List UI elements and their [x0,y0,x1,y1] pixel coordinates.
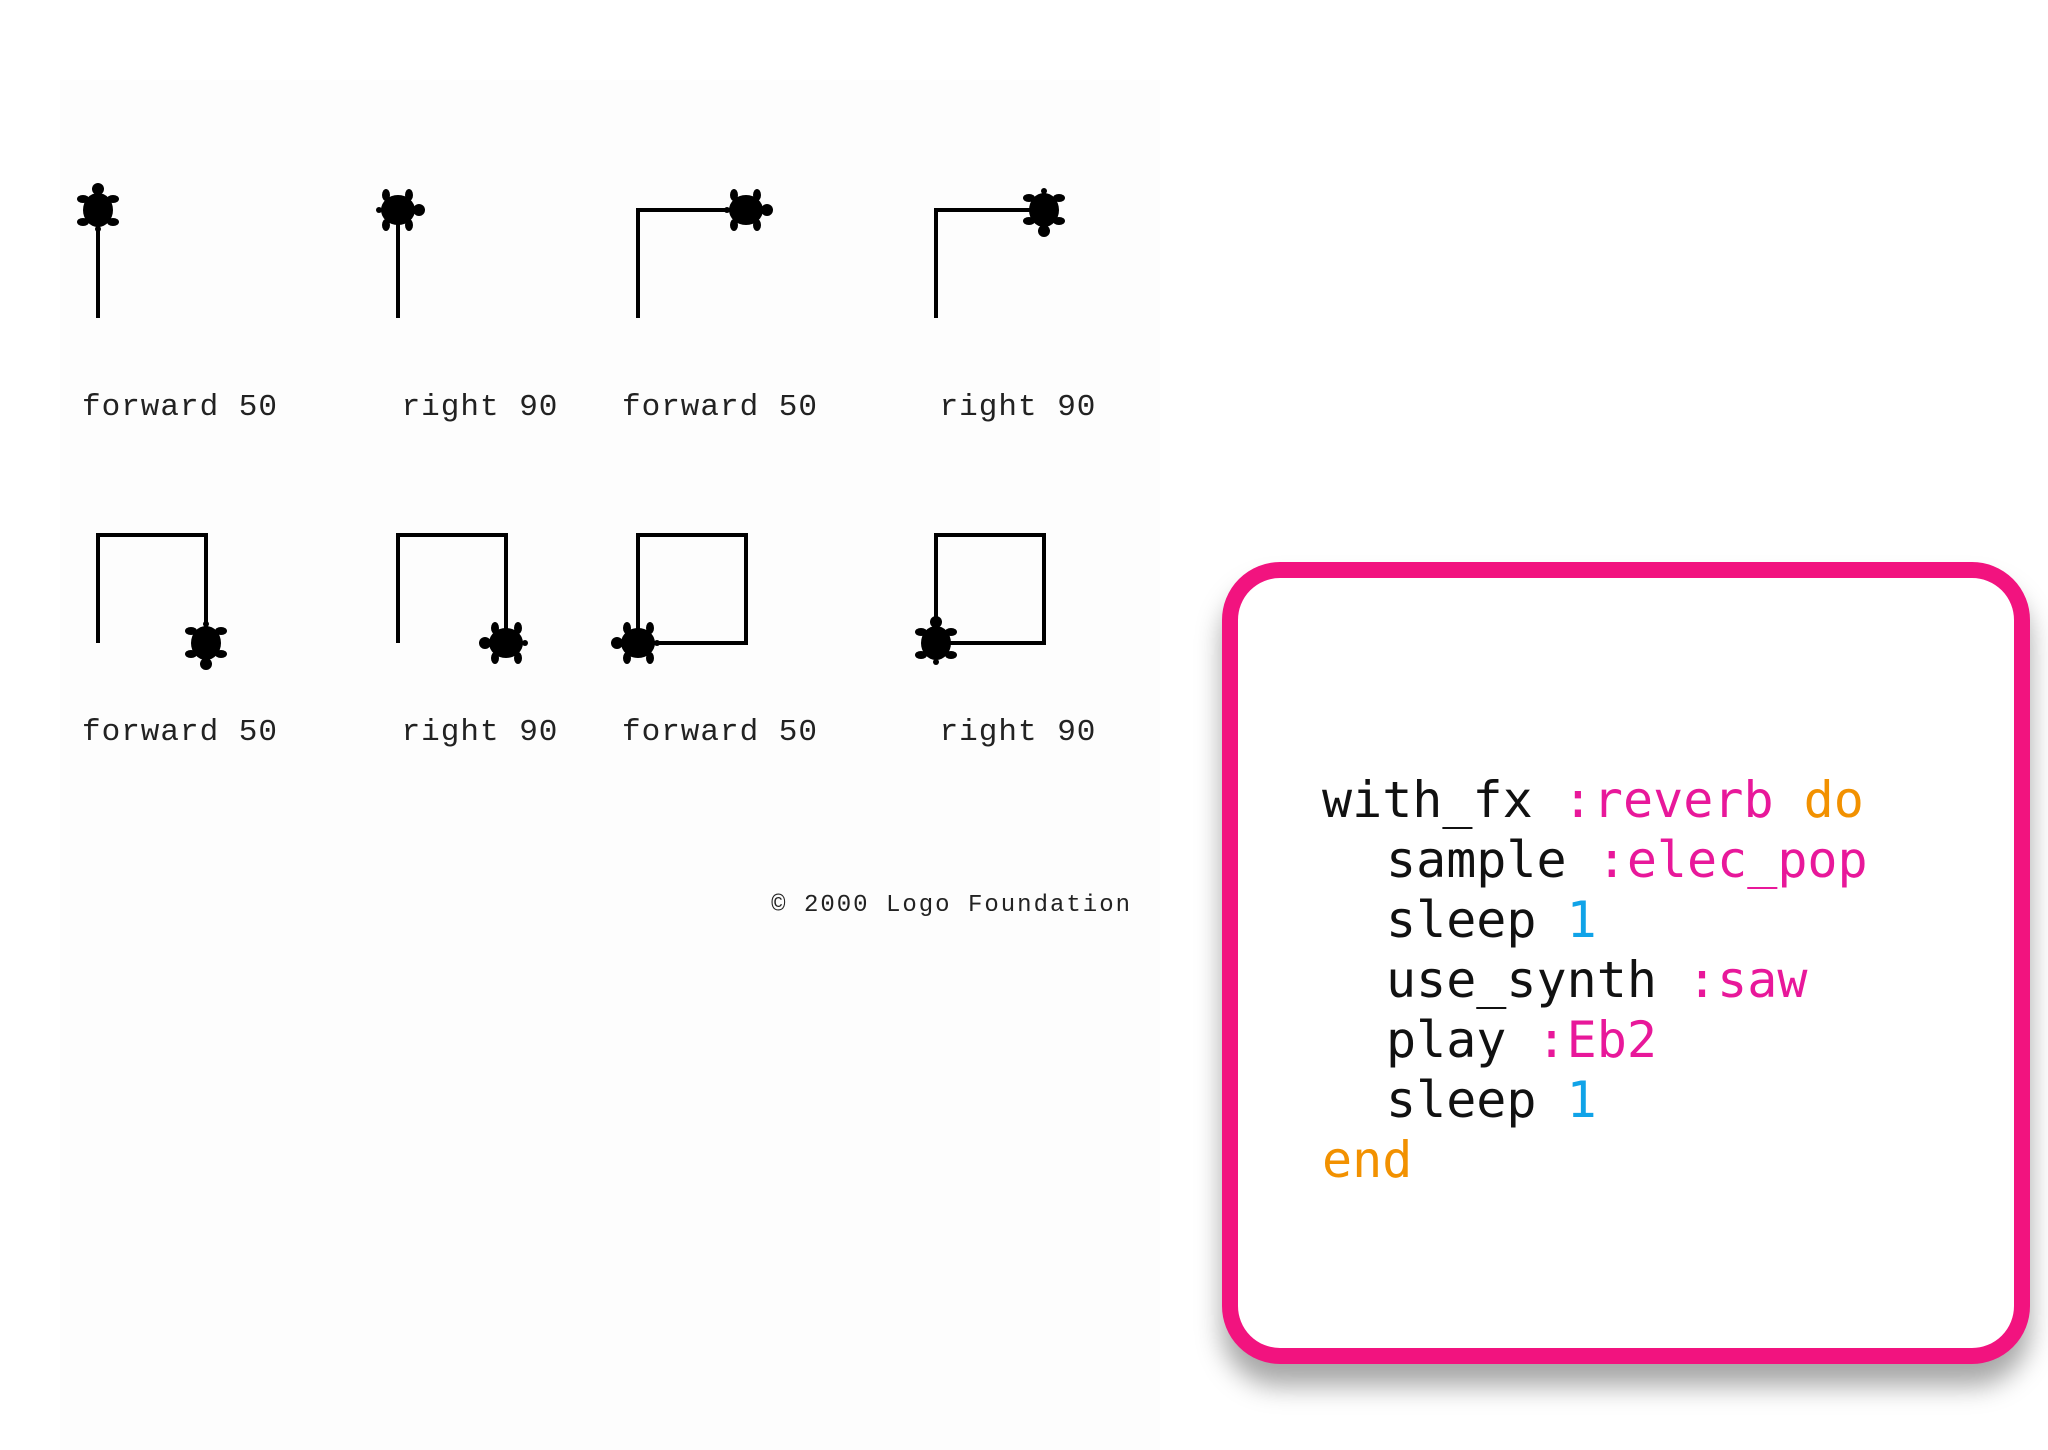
code-token: :elec_pop [1597,831,1868,889]
step-label: right 90 [370,390,590,425]
code-token: with_fx [1322,771,1563,829]
code-token: do [1774,771,1864,829]
code-token: :Eb2 [1537,1011,1657,1069]
code-line: play :Eb2 [1322,1010,1868,1070]
turtle-path [398,535,506,643]
code-token: sleep [1386,1071,1567,1129]
code-line: use_synth :saw [1322,950,1868,1010]
code-token: :reverb [1563,771,1774,829]
turtle-steps-diagram [60,80,1160,1450]
step-label: forward 50 [610,715,830,750]
turtle-icon [1023,188,1065,237]
code-line: sleep 1 [1322,890,1868,950]
code-token: sleep [1386,891,1567,949]
step-label: forward 50 [610,390,830,425]
code-token: sample [1386,831,1597,889]
code-token: 1 [1567,891,1597,949]
code-line: sleep 1 [1322,1070,1868,1130]
code-token: :saw [1687,951,1807,1009]
copyright-notice: © 2000 Logo Foundation [620,892,1132,919]
code-token: end [1322,1131,1412,1189]
step-label: right 90 [908,715,1128,750]
step-label: right 90 [370,715,590,750]
turtle-icon [915,616,957,665]
turtle-icon [611,622,660,664]
step-label: right 90 [908,390,1128,425]
turtle-path [638,535,746,643]
code-token: play [1386,1011,1537,1069]
step-label: forward 50 [70,715,290,750]
turtle-icon [376,189,425,231]
turtle-icon [185,621,227,670]
turtle-path [936,210,1044,318]
code-token: 1 [1567,1071,1597,1129]
turtle-path [936,535,1044,643]
code-line: end [1322,1130,1868,1190]
turtle-icon [724,189,773,231]
turtle-icon [77,183,119,232]
code-line: with_fx :reverb do [1322,770,1868,830]
step-label: forward 50 [70,390,290,425]
code-line: sample :elec_pop [1322,830,1868,890]
turtle-steps-panel: forward 50 right 90 forward 50 right 90 forw… [60,80,1160,1450]
turtle-icon [479,622,528,664]
code-token: use_synth [1386,951,1687,1009]
turtle-path [98,535,206,643]
turtle-path [638,210,746,318]
